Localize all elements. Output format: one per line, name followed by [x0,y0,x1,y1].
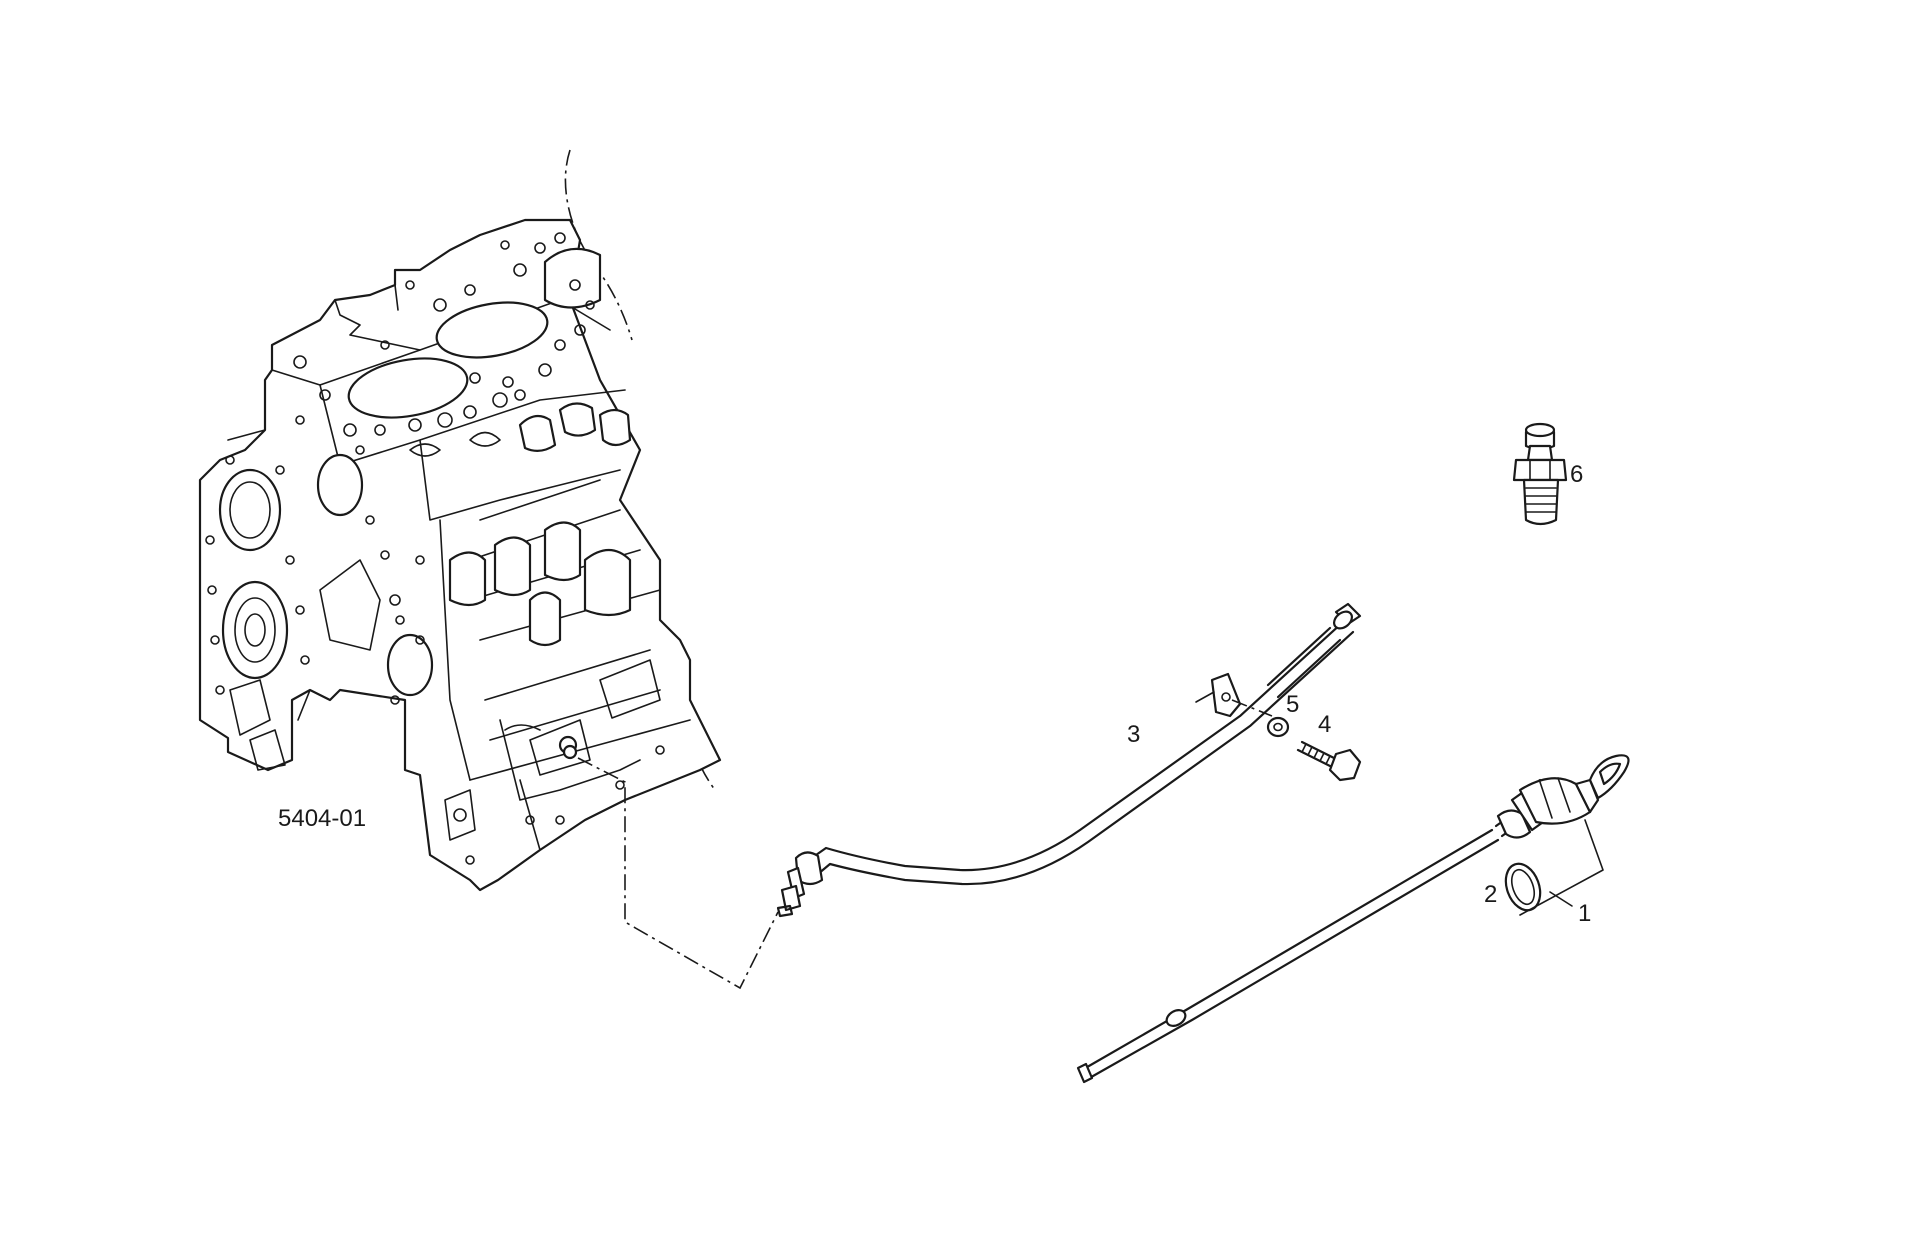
callout-6: 6 [1570,461,1583,488]
part-5-washer [1266,716,1290,738]
callout-bracket-1-2 [1519,819,1604,916]
callout-5: 5 [1286,691,1299,718]
callout-leader-1 [1549,891,1573,907]
deck-holes [293,232,595,457]
callout-4: 4 [1318,711,1331,738]
assembly-leader-line [577,757,779,990]
front-face-bolts [205,415,425,705]
part-2-o-ring [1504,862,1542,912]
callout-2: 2 [1484,881,1497,908]
callout-3: 3 [1127,721,1140,748]
part-6-plug [1512,422,1568,526]
bracket-leader-line [1231,699,1273,717]
part-3-dipstick-tube [776,602,1362,918]
part-4-bolt [1296,740,1362,782]
diagram-reference-code: 5404-01 [278,805,366,832]
engine-block [198,149,722,892]
callout-1: 1 [1578,900,1591,927]
part-1-dipstick [1076,754,1630,1084]
